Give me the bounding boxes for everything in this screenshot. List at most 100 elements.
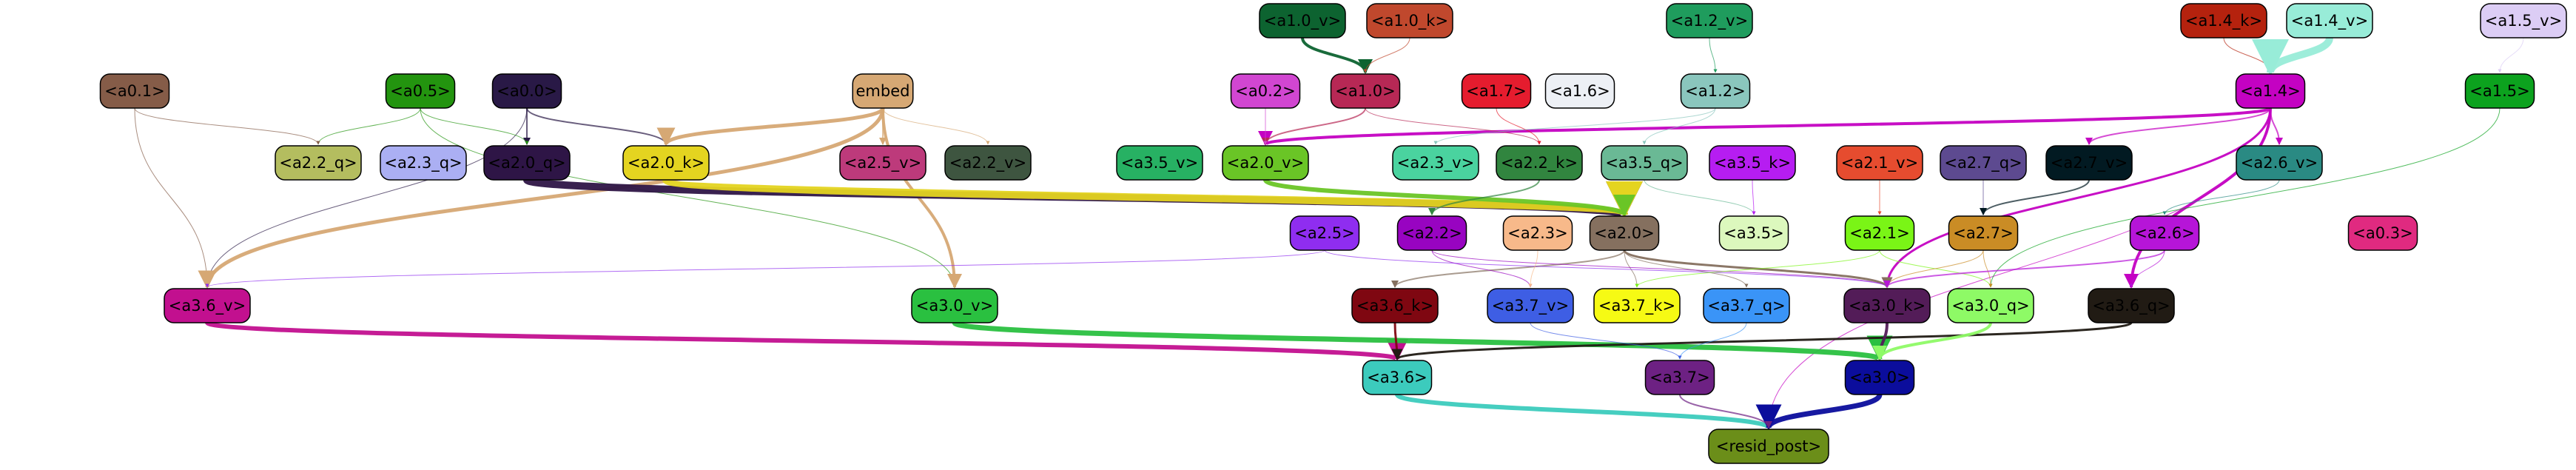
- node-resid-post[interactable]: <resid_post>: [1708, 429, 1829, 464]
- node-a2-3[interactable]: <a2.3>: [1502, 215, 1573, 251]
- node-a3-7[interactable]: <a3.7>: [1644, 360, 1715, 395]
- node-label: <a2.5>: [1294, 224, 1354, 242]
- node-a0-3[interactable]: <a0.3>: [2347, 215, 2418, 251]
- node-box: [911, 288, 998, 323]
- node-a1-4-k[interactable]: <a1.4_k>: [2180, 3, 2267, 38]
- node-a3-0-q[interactable]: <a3.0_q>: [1947, 288, 2034, 323]
- node-box: [1487, 288, 1574, 323]
- edge-a1_4-to-a2_6_v: [2270, 107, 2283, 145]
- node-a3-5-v[interactable]: <a3.5_v>: [1116, 145, 1203, 181]
- edge-a1_4-to-a2_7_v: [2085, 107, 2271, 145]
- node-a1-4-v[interactable]: <a1.4_v>: [2286, 3, 2373, 38]
- edge-a1_0_k-to-a1_0: [1363, 37, 1410, 73]
- node-a1-7[interactable]: <a1.7>: [1461, 73, 1532, 109]
- node-a2-0[interactable]: <a2.0>: [1589, 215, 1660, 251]
- node-a2-2-v[interactable]: <a2.2_v>: [944, 145, 1032, 181]
- node-a0-5[interactable]: <a0.5>: [385, 73, 456, 109]
- node-label: <a2.3_q>: [384, 154, 462, 172]
- node-box: [1289, 215, 1360, 251]
- node-a0-2[interactable]: <a0.2>: [1230, 73, 1301, 109]
- node-label: <a1.4_v>: [2291, 12, 2368, 30]
- node-a3-6-v[interactable]: <a3.6_v>: [164, 288, 251, 323]
- node-a2-6-v[interactable]: <a2.6_v>: [2236, 145, 2323, 181]
- node-a2-0-k[interactable]: <a2.0_k>: [622, 145, 710, 181]
- edge-a1_0-to-a2_0_v: [1262, 107, 1366, 145]
- node-a1-0-k[interactable]: <a1.0_k>: [1366, 3, 1453, 38]
- node-box: [1644, 360, 1715, 395]
- node-box: [2088, 288, 2175, 323]
- edge-a2_0-to-a3_7_q: [1624, 249, 1749, 288]
- node-box: [2129, 215, 2200, 251]
- edge-a2_6-to-a3_0_k: [1883, 249, 2165, 288]
- node-label: <a2.3_v>: [1397, 154, 1474, 172]
- node-box: [2347, 215, 2418, 251]
- node-a1-6[interactable]: <a1.6>: [1544, 73, 1615, 109]
- node-box: [1601, 145, 1688, 181]
- node-label: <a3.6_k>: [1356, 297, 1433, 315]
- node-a2-1[interactable]: <a2.1>: [1844, 215, 1915, 251]
- node-a1-2-v[interactable]: <a1.2_v>: [1666, 3, 1753, 38]
- node-a2-5[interactable]: <a2.5>: [1289, 215, 1360, 251]
- node-a1-5[interactable]: <a1.5>: [2464, 73, 2535, 109]
- node-a1-0[interactable]: <a1.0>: [1330, 73, 1401, 109]
- edge-a1_4-to-a2_0_v: [1259, 107, 2272, 146]
- node-box: [1351, 288, 1439, 323]
- node-embed[interactable]: embed: [852, 73, 914, 109]
- node-label: <a3.5_q>: [1605, 154, 1683, 172]
- edge-a2_6-to-a3_6_q: [2129, 249, 2165, 288]
- node-a2-1-v[interactable]: <a2.1_v>: [1836, 145, 1923, 181]
- node-a2-3-q[interactable]: <a2.3_q>: [380, 145, 467, 181]
- node-a1-0-v[interactable]: <a1.0_v>: [1259, 3, 1346, 38]
- node-box: [1366, 3, 1453, 38]
- node-a2-5-v[interactable]: <a2.5_v>: [839, 145, 927, 181]
- node-a1-4[interactable]: <a1.4>: [2235, 73, 2306, 109]
- node-a2-7-q[interactable]: <a2.7_q>: [1940, 145, 2027, 181]
- edge-a1_4_v-to-a1_4: [2252, 36, 2333, 76]
- node-a3-7-k[interactable]: <a3.7_k>: [1593, 288, 1681, 323]
- node-label: <a1.2>: [1685, 82, 1745, 100]
- node-a3-5-q[interactable]: <a3.5_q>: [1601, 145, 1688, 181]
- node-a3-6[interactable]: <a3.6>: [1362, 360, 1433, 395]
- edge-a2_7_v-to-a2_7: [1980, 179, 2090, 215]
- node-a2-7-v[interactable]: <a2.7_v>: [2045, 145, 2133, 181]
- node-label: <a3.0_q>: [1951, 297, 2029, 315]
- edge-a2_0-to-a3_7_k: [1624, 249, 1639, 288]
- node-a3-0-v[interactable]: <a3.0_v>: [911, 288, 998, 323]
- node-a2-0-q[interactable]: <a2.0_q>: [483, 145, 571, 181]
- edge-a3_6_k-to-a3_6: [1391, 322, 1403, 360]
- node-a2-2-k[interactable]: <a2.2_k>: [1496, 145, 1583, 181]
- node-box: [483, 145, 571, 181]
- node-a3-0-k[interactable]: <a3.0_k>: [1843, 288, 1931, 323]
- node-a3-5[interactable]: <a3.5>: [1718, 215, 1789, 251]
- node-a2-3-v[interactable]: <a2.3_v>: [1392, 145, 1479, 181]
- edge-a3_0-to-resid_post: [1755, 393, 1883, 431]
- node-a2-6[interactable]: <a2.6>: [2129, 215, 2200, 251]
- node-a3-7-v[interactable]: <a3.7_v>: [1487, 288, 1574, 323]
- node-box: [1589, 215, 1660, 251]
- edge-a3_6-to-resid_post: [1395, 392, 1780, 430]
- node-box: [1116, 145, 1203, 181]
- node-label: <a3.6_q>: [2092, 297, 2170, 315]
- edge-a2_2-to-a3_0_k: [1431, 249, 1889, 288]
- node-a0-0[interactable]: <a0.0>: [491, 73, 562, 109]
- node-a3-0[interactable]: <a3.0>: [1844, 360, 1915, 395]
- node-a3-7-q[interactable]: <a3.7_q>: [1703, 288, 1790, 323]
- node-a0-1[interactable]: <a0.1>: [99, 73, 170, 109]
- node-a2-2-q[interactable]: <a2.2_q>: [275, 145, 362, 181]
- node-box: [1940, 145, 2027, 181]
- node-a2-7[interactable]: <a2.7>: [1948, 215, 2019, 251]
- node-a2-2[interactable]: <a2.2>: [1396, 215, 1467, 251]
- node-a2-0-v[interactable]: <a2.0_v>: [1222, 145, 1309, 181]
- node-a1-5-v[interactable]: <a1.5_v>: [2480, 3, 2567, 38]
- node-box: [1259, 3, 1346, 38]
- node-a3-5-k[interactable]: <a3.5_k>: [1709, 145, 1796, 181]
- node-box: [1222, 145, 1309, 181]
- node-a3-6-k[interactable]: <a3.6_k>: [1351, 288, 1439, 323]
- node-a1-2[interactable]: <a1.2>: [1680, 73, 1751, 109]
- node-box: [1844, 360, 1915, 395]
- node-a3-6-q[interactable]: <a3.6_q>: [2088, 288, 2175, 323]
- edge-a1_2-to-a3_5_q: [1642, 107, 1716, 145]
- nodes-layer: <a1.0_v> <a1.0_k> <a1.2_v> <a1.4_k> <a1.4_v>…: [99, 3, 2567, 464]
- node-label: <a3.5_v>: [1121, 154, 1198, 172]
- node-label: <a0.5>: [390, 82, 450, 100]
